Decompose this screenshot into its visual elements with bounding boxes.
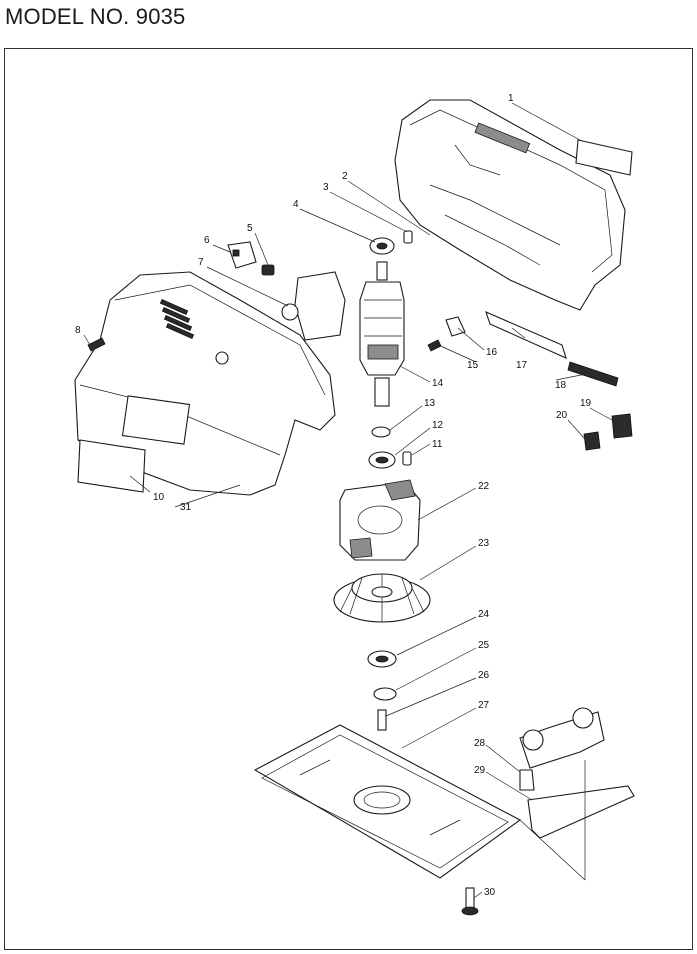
callout-13: 13 <box>424 398 436 409</box>
switch <box>227 241 257 269</box>
callout-4: 4 <box>293 199 299 210</box>
callout-29: 29 <box>474 765 486 776</box>
callout-20: 20 <box>556 410 568 421</box>
field-stator <box>339 479 421 561</box>
screw-8 <box>87 337 106 352</box>
diagram-frame <box>4 48 693 950</box>
callout-17: 17 <box>516 360 528 371</box>
bottom-bearing-set <box>367 650 397 731</box>
connector <box>261 264 275 276</box>
housing-left <box>74 271 336 496</box>
callout-23: 23 <box>478 538 490 549</box>
callout-6: 6 <box>204 235 210 246</box>
capacitor-block <box>281 271 346 341</box>
base-plate <box>253 724 522 879</box>
callout-26: 26 <box>478 670 490 681</box>
callout-11: 11 <box>432 439 443 450</box>
callout-14: 14 <box>432 378 444 389</box>
label-plate <box>77 439 146 493</box>
callout-labels: 1 2 3 4 5 6 7 8 10 11 12 13 14 15 16 17 … <box>75 93 592 898</box>
bearing-top <box>369 230 413 255</box>
cord-assembly <box>427 311 619 387</box>
fan <box>333 573 431 623</box>
callout-2: 2 <box>342 171 348 182</box>
callout-7: 7 <box>198 257 204 268</box>
callout-19: 19 <box>580 398 592 409</box>
callout-24: 24 <box>478 609 490 620</box>
callout-12: 12 <box>432 420 444 431</box>
callout-31: 31 <box>180 502 192 513</box>
callout-3: 3 <box>323 182 329 193</box>
callout-30: 30 <box>484 887 496 898</box>
callout-5: 5 <box>247 223 253 234</box>
model-title: MODEL NO. 9035 <box>5 4 186 29</box>
callout-1: 1 <box>508 93 514 104</box>
housing-right <box>394 99 626 311</box>
callout-15: 15 <box>467 360 479 371</box>
callout-28: 28 <box>474 738 486 749</box>
clamp-assembly <box>519 707 635 839</box>
screw-30 <box>461 887 479 916</box>
callout-27: 27 <box>478 700 490 711</box>
brush-set <box>583 413 633 451</box>
leader-lines <box>83 102 613 899</box>
callout-8: 8 <box>75 325 81 336</box>
lower-bearing-set <box>368 426 412 469</box>
callout-18: 18 <box>555 380 567 391</box>
armature <box>359 261 405 407</box>
callout-16: 16 <box>486 347 498 358</box>
label-plate-right <box>575 139 633 176</box>
callout-25: 25 <box>478 640 490 651</box>
callout-22: 22 <box>478 481 490 492</box>
callout-10: 10 <box>153 492 165 503</box>
